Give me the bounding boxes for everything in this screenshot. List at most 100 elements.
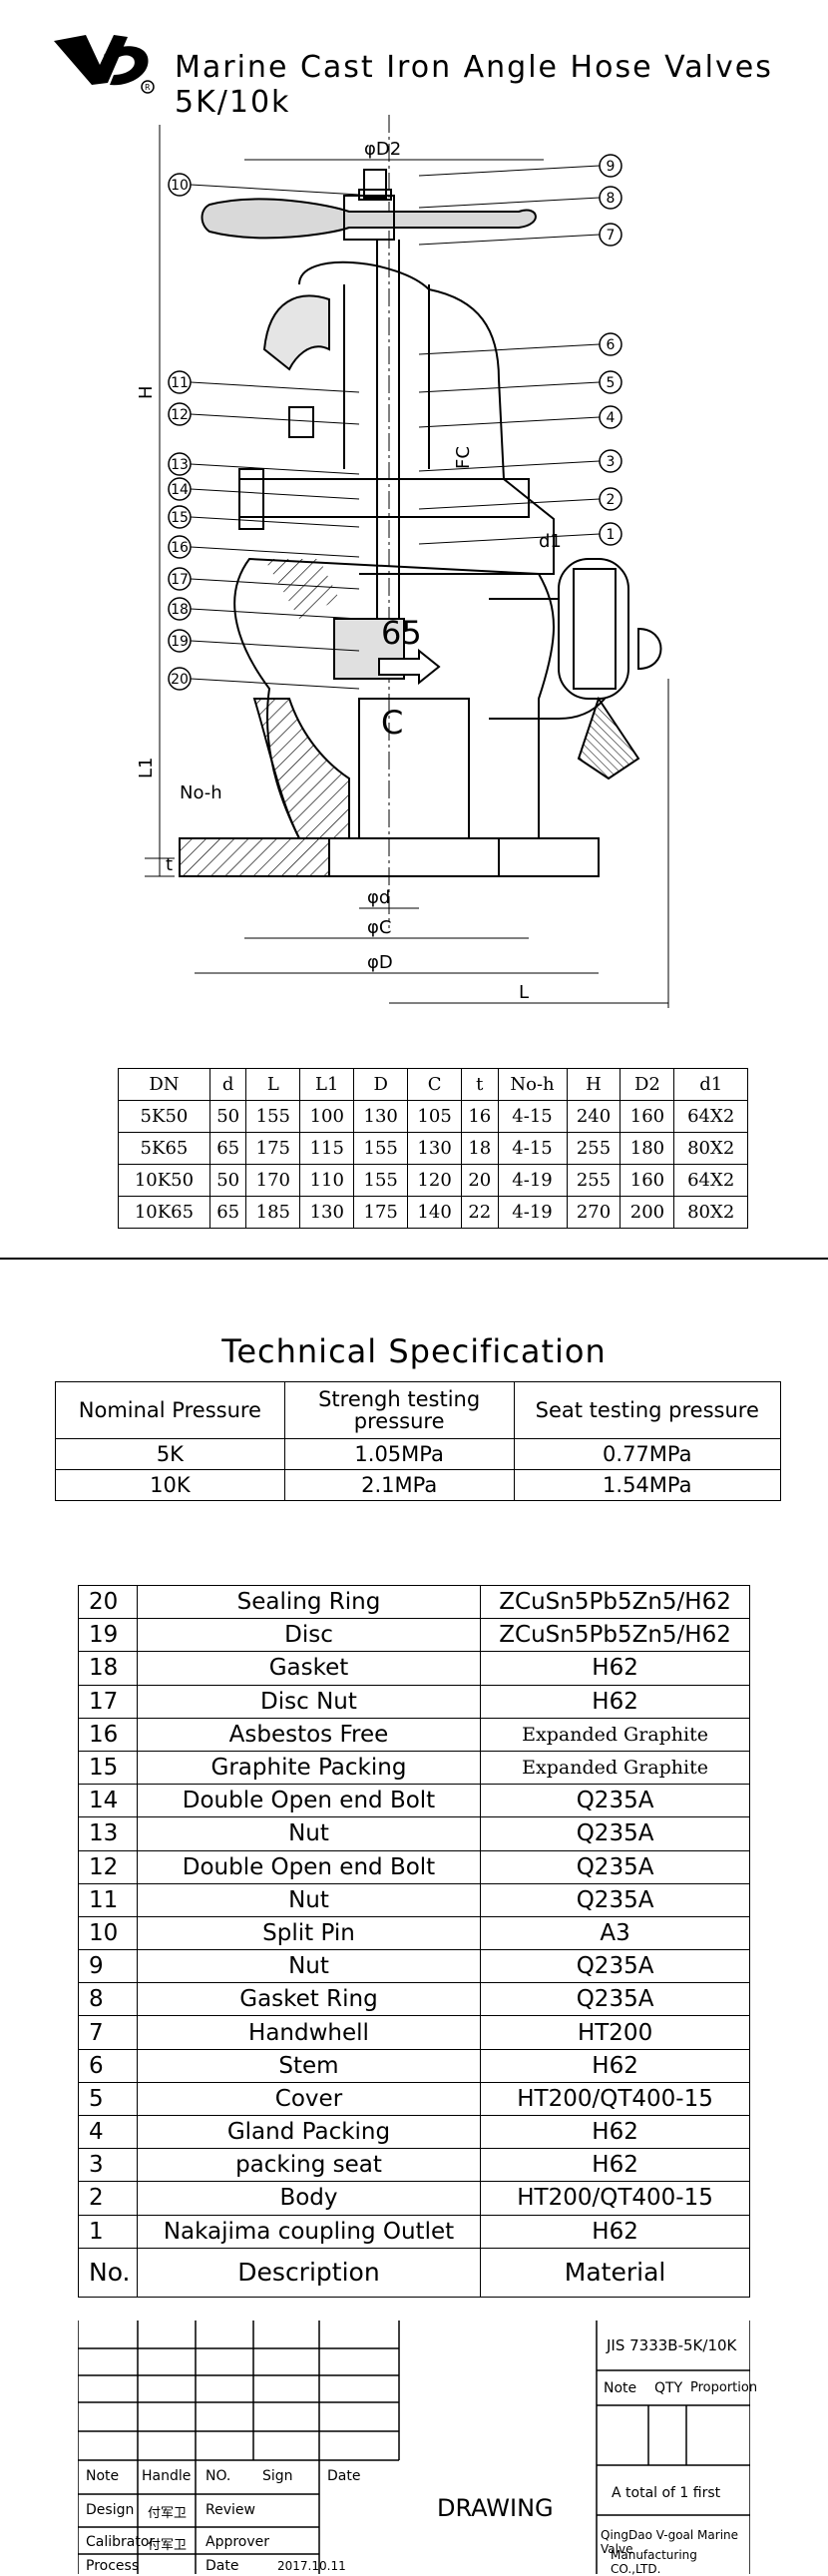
table-cell: D2 [620,1068,675,1101]
table-cell: 105 [407,1100,463,1133]
table-cell: 0.77MPa [513,1438,782,1470]
table-cell: Stem [136,2048,482,2083]
table-cell: H [566,1068,621,1101]
table-cell: ZCuSn5Pb5Zn5/H62 [480,1584,750,1620]
callout-number: 19 [171,634,189,650]
table-cell: 65 [208,1196,247,1229]
table-cell: Gasket Ring [136,1982,482,2017]
table-cell: Disc Nut [136,1684,482,1719]
table-header-cell: Description [136,2247,482,2298]
table-cell: 2.1MPa [283,1469,515,1501]
table-cell: 10K50 [118,1164,210,1197]
callout-leader [190,463,360,475]
table-cell: Body [136,2181,482,2216]
label-c: C [381,704,403,742]
table-cell: L [245,1068,301,1101]
table-cell: Nakajima coupling Outlet [136,2214,482,2249]
table-cell: 160 [620,1164,675,1197]
table-header-cell: Seat testing pressure [513,1381,782,1439]
company-line1: QingDao V-goal Marine Valve [601,2528,739,2556]
table-cell: 5K65 [118,1132,210,1165]
signature-calibrator: 付军卫 [148,2538,188,2553]
callout-number: 16 [171,540,189,556]
table-cell: 175 [353,1196,409,1229]
table-cell: 270 [566,1196,621,1229]
spec-title: Technical Specification [221,1332,607,1370]
dim-d2: φD2 [364,139,401,160]
table-cell: C [407,1068,463,1101]
table-cell: H62 [480,2048,750,2083]
table-cell: 20 [461,1164,499,1197]
dim-dd: φD [367,952,393,973]
callout-number: 20 [171,672,189,688]
table-cell: 175 [245,1132,301,1165]
table-cell: 140 [407,1196,463,1229]
table-cell: Handwhell [136,2015,482,2050]
table-cell: 3 [78,2148,138,2183]
table-cell: Nut [136,1882,482,1917]
callout-leader [418,381,601,393]
table-cell: H62 [480,2114,750,2150]
table-cell: No-h [497,1068,568,1101]
standard-code: JIS 7333B-5K/10K [607,2336,737,2354]
table-cell: DN [118,1068,210,1101]
table-header-cell: Strengh testing pressure [283,1381,515,1439]
callout-number: 3 [607,454,616,470]
table-cell: H62 [480,1651,750,1686]
table-cell: 4-15 [497,1100,568,1133]
callout-leader [190,184,360,196]
table-header-cell: Nominal Pressure [55,1381,285,1439]
table-cell: 17 [78,1684,138,1719]
callout-number: 10 [171,178,189,194]
callout-leader [418,234,601,246]
table-cell: 13 [78,1816,138,1851]
table-cell: 160 [620,1100,675,1133]
label-date2: Date [206,2558,239,2574]
callout-number: 9 [607,159,616,175]
table-cell: 11 [78,1882,138,1917]
label-sign: Sign [262,2468,293,2484]
table-cell: Double Open end Bolt [136,1849,482,1884]
divider [0,1258,828,1260]
dim-d: φd [367,887,390,908]
callout-number: 8 [607,191,616,207]
table-cell: 4 [78,2114,138,2150]
label-qty: QTY [654,2380,683,2396]
table-cell: 10 [78,1915,138,1951]
dim-c: φC [367,917,391,938]
table-cell: 115 [299,1132,355,1165]
label-65: 65 [381,614,422,652]
callout-number: 13 [171,457,189,473]
table-cell: 10K65 [118,1196,210,1229]
table-cell: Asbestos Free [136,1717,482,1752]
callout-leader [190,640,360,652]
table-cell: Nut [136,1816,482,1851]
dim-h: H [136,385,157,399]
table-cell: 10K [55,1469,285,1501]
table-cell: 7 [78,2015,138,2050]
table-cell: Split Pin [136,1915,482,1951]
dim-d1: d1 [539,531,562,552]
table-cell: Nut [136,1949,482,1984]
label-approver: Approver [206,2534,270,2550]
callout-number: 12 [171,407,189,423]
label-drawing: DRAWING [437,2494,554,2522]
